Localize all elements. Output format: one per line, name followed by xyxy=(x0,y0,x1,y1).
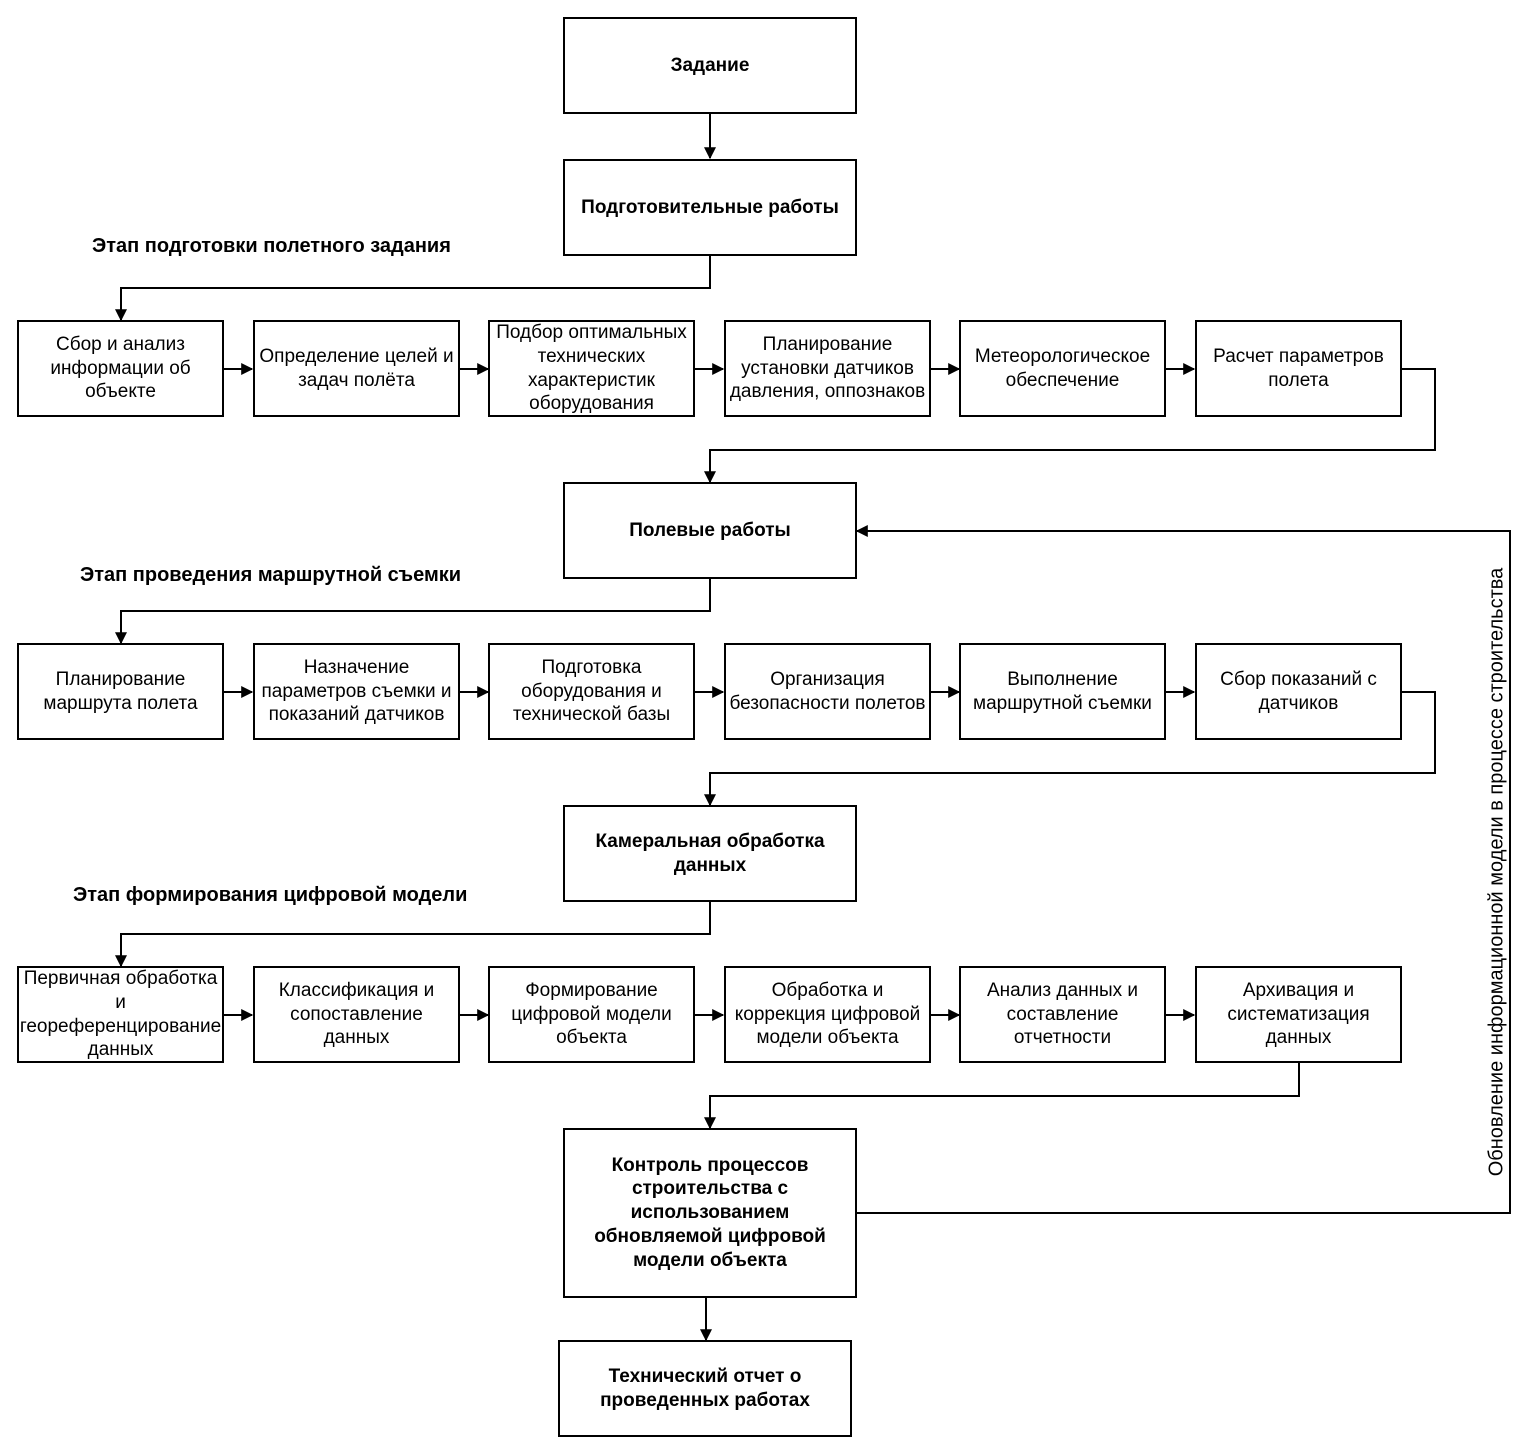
step-preparatory-work-label: Подготовительные работы xyxy=(581,196,839,218)
step-field-work: Полевые работы xyxy=(563,482,857,579)
row3-step-3: Формирование цифровой модели объекта xyxy=(488,966,695,1063)
step-construction-control-label: Контроль процессов строительства с испол… xyxy=(594,1154,826,1271)
arrow-row2-to-office xyxy=(704,691,1436,807)
step-field-work-label: Полевые работы xyxy=(629,519,791,541)
row1-step-3-label: Подбор оптимальных технических характери… xyxy=(496,322,687,415)
arrow-row1-to-field xyxy=(704,368,1436,484)
arrow-prep-to-row1 xyxy=(115,256,711,322)
row1-step-4: Планирование установки датчиков давления… xyxy=(724,320,931,417)
step-technical-report-label: Технический отчет о проведенных работах xyxy=(600,1365,810,1411)
row1-step-6-label: Расчет параметров полета xyxy=(1213,345,1384,391)
row2-step-2: Назначение параметров съемки и показаний… xyxy=(253,643,460,740)
step-task: Задание xyxy=(563,17,857,114)
row3-step-6-label: Архивация и систематизация данных xyxy=(1227,979,1370,1049)
row1-step-5: Метеорологическое обеспечение xyxy=(959,320,1166,417)
row3-step-3-label: Формирование цифровой модели объекта xyxy=(511,979,672,1049)
stage-heading-digital-model: Этап формирования цифровой модели xyxy=(73,884,468,906)
row3-step-5-label: Анализ данных и составление отчетности xyxy=(986,979,1139,1049)
row3-step-4: Обработка и коррекция цифровой модели об… xyxy=(724,966,931,1063)
row2-step-5-label: Выполнение маршрутной съемки xyxy=(973,668,1152,714)
row2-step-2-label: Назначение параметров съемки и показаний… xyxy=(261,656,452,726)
row1-step-2: Определение целей и задач полёта xyxy=(253,320,460,417)
arrow-feedback-loop xyxy=(855,525,1511,1214)
row1-step-1: Сбор и анализ информации об объекте xyxy=(17,320,224,417)
row2-step-6-label: Сбор показаний с датчиков xyxy=(1220,668,1377,714)
step-task-label: Задание xyxy=(670,54,750,76)
row3-step-2: Классификация и сопоставление данных xyxy=(253,966,460,1063)
row1-step-6: Расчет параметров полета xyxy=(1195,320,1402,417)
row2-step-3-label: Подготовка оборудования и технической ба… xyxy=(512,656,671,726)
row2-step-6: Сбор показаний с датчиков xyxy=(1195,643,1402,740)
step-preparatory-work: Подготовительные работы xyxy=(563,159,857,256)
row2-step-4: Организация безопасности полетов xyxy=(724,643,931,740)
step-technical-report: Технический отчет о проведенных работах xyxy=(558,1340,852,1437)
row3-step-5: Анализ данных и составление отчетности xyxy=(959,966,1166,1063)
row1-step-4-label: Планирование установки датчиков давления… xyxy=(729,333,926,403)
row2-step-1-label: Планирование маршрута полета xyxy=(43,668,198,714)
arrow-office-to-row3 xyxy=(115,902,711,968)
feedback-loop-label: Обновление информационной модели в проце… xyxy=(1485,567,1508,1177)
stage-heading-route-survey: Этап проведения маршрутной съемки xyxy=(80,564,462,586)
arrow-field-to-row2 xyxy=(115,579,711,645)
row3-step-1-label: Первичная обработка и геореференцировани… xyxy=(19,968,222,1061)
arrow-row3-to-control xyxy=(704,1063,1300,1130)
row1-step-3: Подбор оптимальных технических характери… xyxy=(488,320,695,417)
row2-step-5: Выполнение маршрутной съемки xyxy=(959,643,1166,740)
row3-step-4-label: Обработка и коррекция цифровой модели об… xyxy=(734,979,921,1049)
step-office-processing: Камеральная обработка данных xyxy=(563,805,857,902)
row1-step-5-label: Метеорологическое обеспечение xyxy=(974,345,1151,391)
row1-step-1-label: Сбор и анализ информации об объекте xyxy=(50,333,191,403)
row2-step-3: Подготовка оборудования и технической ба… xyxy=(488,643,695,740)
step-construction-control: Контроль процессов строительства с испол… xyxy=(563,1128,857,1298)
stage-heading-flight-task: Этап подготовки полетного задания xyxy=(92,235,451,257)
row3-step-1: Первичная обработка и геореференцировани… xyxy=(17,966,224,1063)
step-office-processing-label: Камеральная обработка данных xyxy=(595,830,825,876)
row1-step-2-label: Определение целей и задач полёта xyxy=(259,345,454,391)
row3-step-2-label: Классификация и сопоставление данных xyxy=(278,979,435,1049)
row2-step-1: Планирование маршрута полета xyxy=(17,643,224,740)
row2-step-4-label: Организация безопасности полетов xyxy=(729,668,926,714)
row3-step-6: Архивация и систематизация данных xyxy=(1195,966,1402,1063)
